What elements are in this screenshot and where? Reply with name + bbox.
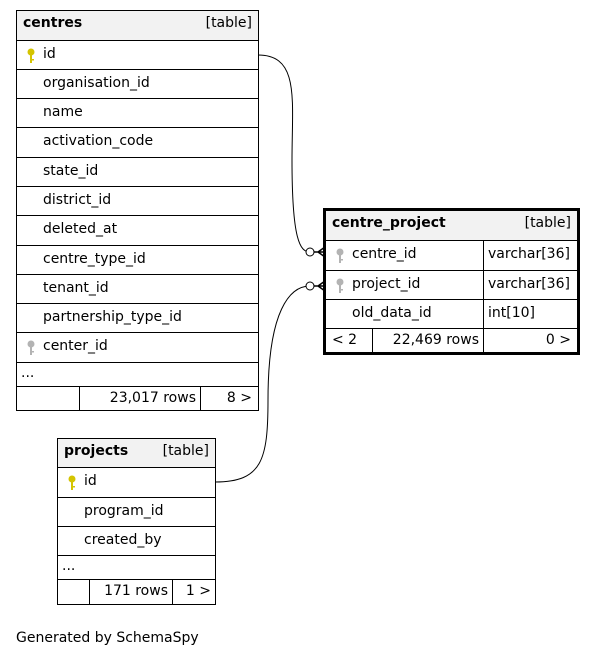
column-type: varchar[36] <box>488 246 570 262</box>
column-name: district_id <box>43 192 112 208</box>
generated-by-note: Generated by SchemaSpy <box>16 630 199 646</box>
column-row[interactable]: name <box>17 99 258 128</box>
table-type: [table] <box>205 15 252 31</box>
optional-marker <box>305 281 315 291</box>
foreign-key-icon <box>27 340 35 355</box>
children-count: 8 > <box>226 390 252 406</box>
column-name: id <box>84 473 97 489</box>
row-count: 23,017 rows <box>109 390 196 406</box>
primary-key-icon <box>27 48 35 63</box>
column-name: centre_type_id <box>43 251 146 267</box>
row-count-cell: 22,469 rows <box>373 329 484 352</box>
foreign-key-icon <box>336 248 344 263</box>
column-name: created_by <box>84 532 162 548</box>
foreign-key-icon <box>336 278 344 293</box>
column-row[interactable]: id <box>58 468 215 498</box>
column-row[interactable]: created_by <box>58 527 215 556</box>
relationship-line-centre <box>257 54 311 253</box>
table-name: centre_project <box>332 215 446 231</box>
table-footer: 171 rows 1 > <box>58 580 215 604</box>
column-name: old_data_id <box>352 305 432 321</box>
column-type: int[10] <box>488 305 535 321</box>
more-columns-row[interactable]: ... <box>17 363 258 387</box>
table-centres[interactable]: centres [table] id organisation_id name … <box>16 10 259 411</box>
row-count: 171 rows <box>104 583 168 599</box>
column-row[interactable]: activation_code <box>17 128 258 158</box>
column-row[interactable]: state_id <box>17 158 258 187</box>
children-count: 1 > <box>185 583 211 599</box>
column-name: organisation_id <box>43 75 150 91</box>
table-centre-project[interactable]: centre_project [table] centre_id varchar… <box>323 208 580 355</box>
parents-cell[interactable] <box>17 387 80 410</box>
more-columns-ellipsis: ... <box>62 558 76 574</box>
table-projects[interactable]: projects [table] id program_id created_b… <box>57 438 216 605</box>
column-name: centre_id <box>352 246 417 262</box>
column-row[interactable]: partnership_type_id <box>17 304 258 333</box>
row-count-cell: 23,017 rows <box>80 387 201 410</box>
column-name: tenant_id <box>43 280 109 296</box>
column-name: program_id <box>84 503 164 519</box>
table-header: centres [table] <box>17 11 258 41</box>
column-row[interactable]: center_id <box>17 333 258 363</box>
column-row[interactable]: tenant_id <box>17 275 258 304</box>
row-count: 22,469 rows <box>392 332 479 348</box>
children-cell[interactable]: 8 > <box>201 387 258 410</box>
table-name: projects <box>64 443 129 459</box>
table-type: [table] <box>524 215 571 231</box>
column-row[interactable]: district_id <box>17 187 258 216</box>
column-name: activation_code <box>43 133 154 149</box>
table-header: projects [table] <box>58 439 215 468</box>
relationship-line-project <box>214 285 311 483</box>
row-count-cell: 171 rows <box>90 580 173 604</box>
column-row[interactable]: centre_id varchar[36] <box>326 241 577 271</box>
column-row[interactable]: centre_type_id <box>17 246 258 275</box>
table-footer: < 2 22,469 rows 0 > <box>326 329 577 352</box>
column-name: center_id <box>43 338 108 354</box>
column-name: project_id <box>352 276 421 292</box>
column-row[interactable]: deleted_at <box>17 216 258 246</box>
table-footer: 23,017 rows 8 > <box>17 387 258 410</box>
children-cell[interactable]: 0 > <box>484 329 577 352</box>
table-name: centres <box>23 15 83 31</box>
column-row[interactable]: program_id <box>58 498 215 527</box>
more-columns-row[interactable]: ... <box>58 556 215 580</box>
table-header: centre_project [table] <box>326 211 577 241</box>
column-row[interactable]: id <box>17 41 258 70</box>
parents-cell[interactable]: < 2 <box>326 329 373 352</box>
column-name: partnership_type_id <box>43 309 182 325</box>
column-name: name <box>43 104 83 120</box>
column-name: id <box>43 46 56 62</box>
parents-cell[interactable] <box>58 580 90 604</box>
column-type: varchar[36] <box>488 276 570 292</box>
column-row[interactable]: organisation_id <box>17 70 258 99</box>
optional-marker <box>305 247 315 257</box>
more-columns-ellipsis: ... <box>21 365 35 381</box>
table-type: [table] <box>162 443 209 459</box>
primary-key-icon <box>68 475 76 490</box>
children-count: 0 > <box>545 332 571 348</box>
column-name: state_id <box>43 163 99 179</box>
parents-count: < 2 <box>332 332 358 348</box>
column-row[interactable]: project_id varchar[36] <box>326 271 577 300</box>
children-cell[interactable]: 1 > <box>173 580 215 604</box>
column-row[interactable]: old_data_id int[10] <box>326 300 577 329</box>
column-name: deleted_at <box>43 221 118 237</box>
